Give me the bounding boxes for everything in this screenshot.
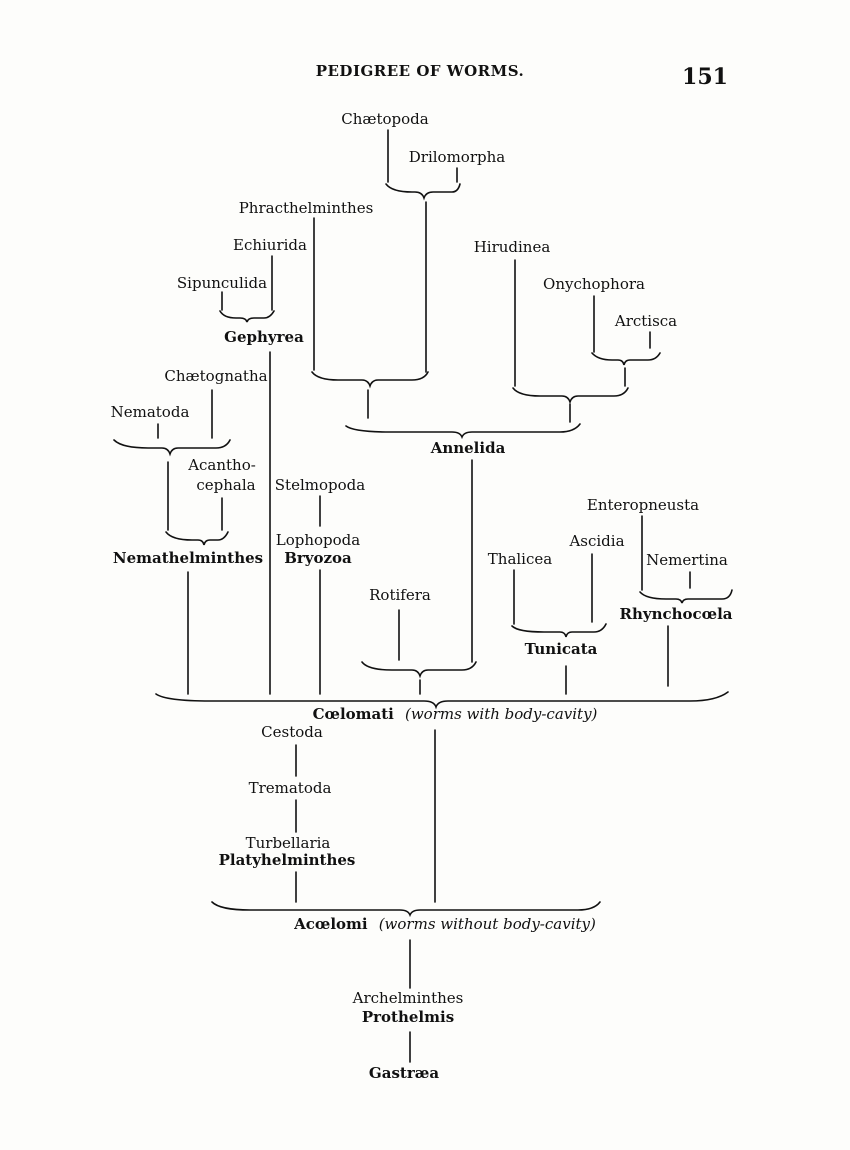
brace-annelida-left (311, 371, 429, 389)
taxon-cestoda: Cestoda (261, 723, 323, 741)
taxon-turbellaria: Turbellaria (246, 834, 331, 852)
brace-rhynchocoela (639, 589, 733, 604)
taxon-gephyrea: Gephyrea (224, 328, 304, 346)
taxon-nematoda: Nematoda (111, 403, 190, 421)
taxon-stelmopoda: Stelmopoda (275, 476, 365, 494)
taxon-acoelomi: Acœlomi (293, 915, 368, 933)
page-number: 151 (682, 64, 728, 90)
taxon-thalicea: Thalicea (488, 550, 552, 568)
brace-rotifera-annelida (361, 661, 477, 679)
taxon-sipunculida: Sipunculida (177, 274, 267, 292)
taxon-acoelomi-line: Acœlomi (worms without body-cavity) (293, 914, 596, 933)
brace-chaetognatha-nematoda (113, 439, 231, 457)
taxon-coelomati-line: Cœlomati (worms with body-cavity) (313, 704, 598, 723)
taxon-acanthocephala-line2: cephala (196, 476, 255, 494)
acoelomi-note: (worms without body-cavity) (379, 915, 596, 933)
brace-onychophora-arctisca (591, 352, 661, 366)
taxon-nemertina: Nemertina (646, 551, 728, 569)
taxon-rhynchocoela: Rhynchocœla (619, 605, 732, 623)
taxon-arctisca: Arctisca (614, 312, 677, 330)
taxon-enteropneusta: Enteropneusta (587, 496, 699, 514)
brace-annelida (345, 423, 581, 440)
coelomati-note: (worms with body-cavity) (405, 705, 598, 723)
taxon-echiurida: Echiurida (233, 236, 307, 254)
taxon-bryozoa: Bryozoa (284, 549, 352, 567)
taxon-labels: Chætopoda Drilomorpha Phracthelminthes E… (111, 110, 733, 1082)
taxon-coelomati: Cœlomati (313, 705, 395, 723)
taxon-hirudinea: Hirudinea (474, 238, 551, 256)
brace-acoelomi (211, 901, 601, 918)
taxon-platyhelminthes: Platyhelminthes (219, 851, 356, 869)
taxon-ascidia: Ascidia (568, 532, 624, 550)
taxon-prothelmis: Prothelmis (362, 1008, 454, 1026)
taxon-archelminthes: Archelminthes (352, 989, 464, 1007)
taxon-drilomorpha: Drilomorpha (409, 148, 506, 166)
brace-chaetopoda-drilomorpha (385, 183, 461, 201)
taxon-lophopoda: Lophopoda (276, 531, 361, 549)
taxon-chaetognatha: Chætognatha (164, 367, 267, 385)
page-title: PEDIGREE OF WORMS. (316, 62, 525, 80)
brace-nemathelminthes (165, 531, 229, 546)
taxon-trematoda: Trematoda (249, 779, 332, 797)
taxon-annelida: Annelida (430, 439, 506, 457)
taxon-onychophora: Onychophora (543, 275, 645, 293)
brace-tunicata (511, 623, 607, 638)
taxon-tunicata: Tunicata (525, 640, 598, 658)
taxon-nemathelminthes: Nemathelminthes (113, 549, 263, 567)
taxon-acanthocephala-line1: Acantho- (187, 456, 256, 474)
brace-coelomati (155, 691, 729, 710)
brace-gephyrea (219, 310, 275, 323)
taxon-phracthelminthes: Phracthelminthes (239, 199, 374, 217)
tree-lines (113, 129, 733, 1063)
brace-annelida-right (512, 387, 629, 405)
taxon-gastraea: Gastræa (369, 1064, 439, 1082)
taxon-chaetopoda: Chætopoda (341, 110, 429, 128)
taxon-rotifera: Rotifera (369, 586, 431, 604)
